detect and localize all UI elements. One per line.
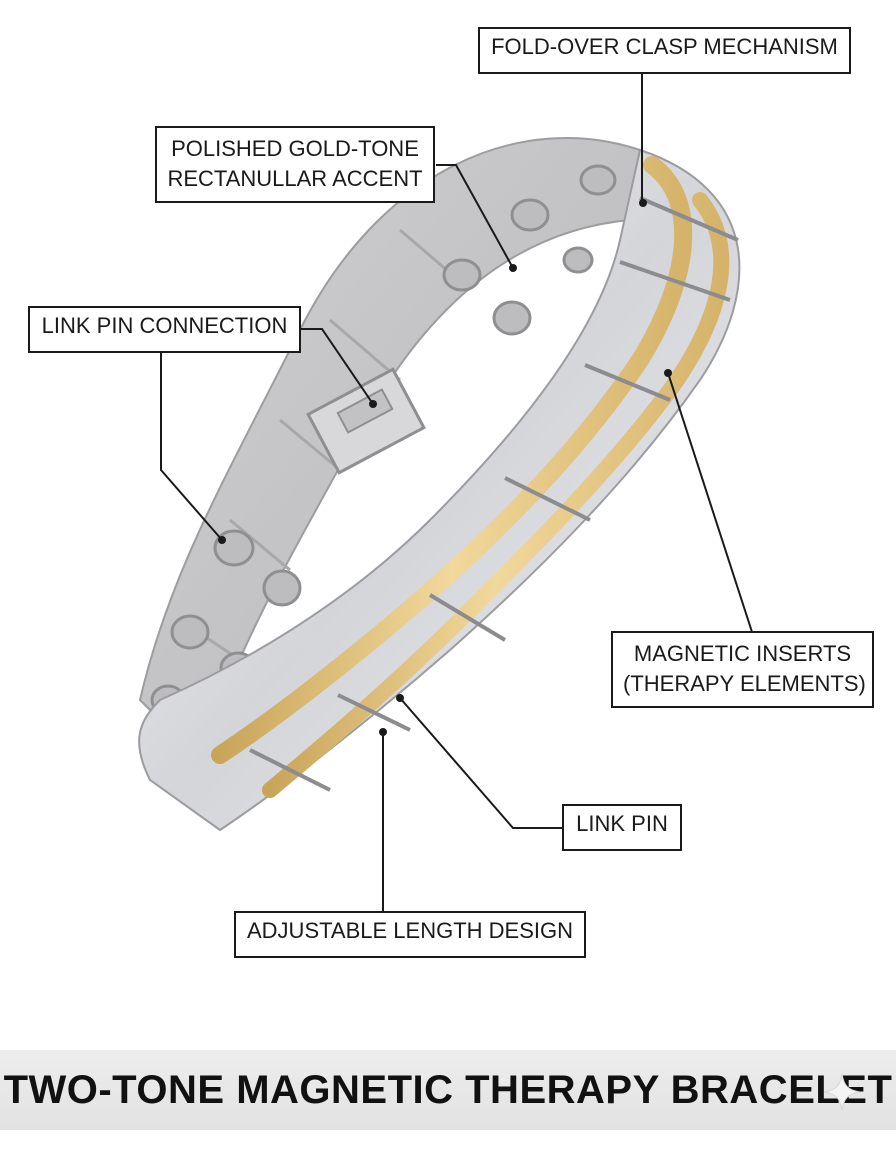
label-magnetic-inserts-line1: MAGNETIC INSERTS [633,641,852,666]
leader-lines [160,73,753,912]
fold-over-clasp [306,367,426,475]
label-magnetic-inserts: MAGNETIC INSERTS (THERAPY ELEMENTS) [611,631,874,708]
label-link-pin-text: LINK PIN [576,811,668,836]
label-fold-over-clasp: FOLD-OVER CLASP MECHANISM [478,27,851,74]
magnetic-inserts [150,164,617,716]
label-link-pin-connection-text: LINK PIN CONNECTION [41,313,288,338]
leader-line-link-pin-connection [300,328,374,405]
outer-band [138,148,741,832]
leader-line-link-pin-connection-lower [160,352,223,541]
label-gold-tone-accent-line2: RECTANULLAR ACCENT [167,166,423,191]
label-fold-over-clasp-text: FOLD-OVER CLASP MECHANISM [491,34,838,59]
label-gold-tone-accent-line1: POLISHED GOLD-TONE [171,136,419,161]
label-adjustable-length: ADJUSTABLE LENGTH DESIGN [234,911,586,958]
label-gold-tone-accent: POLISHED GOLD-TONE RECTANULLAR ACCENT [155,126,435,203]
label-magnetic-inserts-line2: (THERAPY ELEMENTS) [623,671,866,696]
title-band [0,1050,896,1130]
label-adjustable-length-text: ADJUSTABLE LENGTH DESIGN [247,918,573,943]
leader-line-magnetic [667,372,753,633]
page-title: TWO-TONE MAGNETIC THERAPY BRACELET [3,1068,893,1112]
leader-line-link-pin [399,697,563,829]
sparkle-icon [823,1073,861,1111]
label-link-pin-connection: LINK PIN CONNECTION [28,306,301,353]
leader-line-accent [436,164,514,269]
label-link-pin: LINK PIN [562,804,682,851]
